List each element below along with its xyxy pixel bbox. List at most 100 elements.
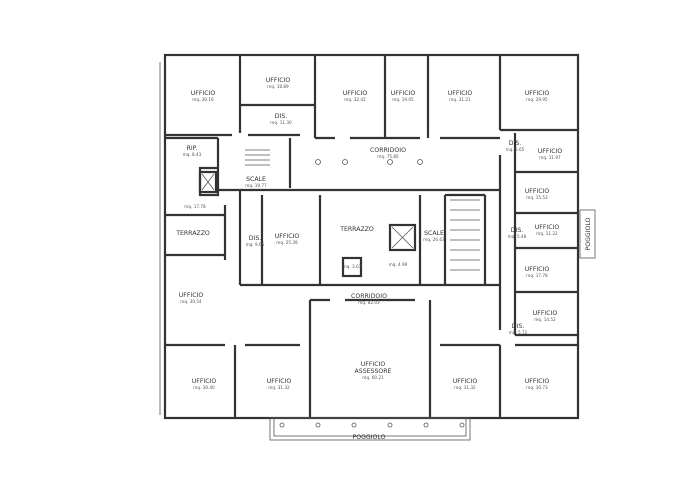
- room-name: DIS.: [512, 323, 525, 330]
- room-area: mq. 5.48: [508, 234, 527, 239]
- columns: [279, 159, 465, 428]
- balcony-label-east: POGGIOLO: [585, 217, 592, 250]
- room-area: mq. 14.52: [534, 317, 556, 322]
- room-label: DIS.mq. 5.72: [509, 323, 528, 335]
- room-area: mq. 26.63: [423, 237, 445, 242]
- balcony-label-south: POGGIOLO: [353, 434, 386, 441]
- room-name: UFFICIO: [525, 90, 550, 97]
- room-area: mq. 5.65: [506, 147, 525, 152]
- room-name: UFFICIO: [525, 266, 550, 273]
- room-label: DIS.mq. 9.65: [246, 235, 265, 247]
- room-name: UFFICIO: [275, 233, 300, 240]
- room-name: DIS.: [511, 227, 524, 234]
- room-area: mq. 31.21: [449, 97, 471, 102]
- room-label: mq. 17.78: [184, 204, 206, 209]
- room-area: mq. 31.32: [454, 385, 476, 390]
- room-name: CORRIDOIO: [370, 147, 406, 154]
- room-area: mq. 30.73: [526, 385, 548, 390]
- room-name: UFFICIO: [361, 361, 386, 368]
- room-area: mq. 4.99: [389, 262, 408, 267]
- room-label: mq. 3.07: [343, 264, 362, 269]
- room-name: DIS.: [249, 235, 262, 242]
- room-area: mq. 11.97: [539, 155, 561, 160]
- room-area: mq. 3.07: [343, 264, 362, 269]
- room-area: mq. 17.78: [184, 204, 206, 209]
- room-area: mq. 11.22: [536, 231, 558, 236]
- room-area: mq. 8.43: [183, 152, 202, 157]
- room-name: UFFICIO: [525, 188, 550, 195]
- room-label: DIS.mq. 5.65: [506, 140, 525, 152]
- room-name: TERRAZZO: [339, 226, 374, 233]
- room-name: RIP.: [187, 145, 198, 152]
- room-area: mq. 82.03: [358, 300, 380, 305]
- room-label: RIP.mq. 8.43: [183, 145, 202, 157]
- room-name: UFFICIO: [453, 378, 478, 385]
- room-name: UFFICIO: [525, 378, 550, 385]
- room-area: mq. 60.21: [362, 375, 384, 380]
- room-area: mq. 19.05: [392, 97, 414, 102]
- room-area: mq. 75.85: [377, 154, 399, 159]
- room-label: TERRAZZO: [339, 226, 374, 233]
- room-name: UFFICIO: [391, 90, 416, 97]
- room-area: mq. 29.95: [526, 97, 548, 102]
- room-label: DIS.mq. 11.30: [270, 113, 292, 125]
- room-name: UFFICIO: [448, 90, 473, 97]
- room-name: UFFICIO: [192, 378, 217, 385]
- room-area: mq. 31.32: [268, 385, 290, 390]
- room-name: UFFICIO: [343, 90, 368, 97]
- room-area: mq. 30.16: [192, 97, 214, 102]
- room-area: mq. 30.54: [180, 299, 202, 304]
- room-area: mq. 11.30: [270, 120, 292, 125]
- room-area: mq. 5.72: [509, 330, 528, 335]
- room-area: mq. 30.40: [193, 385, 215, 390]
- room-name: CORRIDOIO: [351, 293, 387, 300]
- room-name: UFFICIO: [533, 310, 558, 317]
- room-area: mq. 19.77: [245, 183, 267, 188]
- room-area: mq. 25.39: [276, 240, 298, 245]
- room-name: UFFICIO: [535, 224, 560, 231]
- room-area: mq. 32.42: [344, 97, 366, 102]
- room-name: UFFICIO: [191, 90, 216, 97]
- room-name: SCALE: [424, 230, 444, 237]
- room-name: SCALE: [246, 176, 266, 183]
- room-label: mq. 4.99: [389, 262, 408, 267]
- room-label: TERRAZZO: [175, 230, 210, 237]
- room-name: TERRAZZO: [175, 230, 210, 237]
- room-name: UFFICIO: [267, 378, 292, 385]
- room-area: mq. 17.78: [526, 273, 548, 278]
- room-name: DIS.: [509, 140, 522, 147]
- room-label: DIS.mq. 5.48: [508, 227, 527, 239]
- room-name: UFFICIO: [266, 77, 291, 84]
- room-name: UFFICIO: [538, 148, 563, 155]
- balconies: [269, 209, 596, 441]
- room-area: mq. 18.89: [267, 84, 289, 89]
- room-area: mq. 9.65: [246, 242, 265, 247]
- room-name: ASSESSORE: [355, 368, 392, 375]
- room-name: UFFICIO: [179, 292, 204, 299]
- room-area: mq. 15.53: [526, 195, 548, 200]
